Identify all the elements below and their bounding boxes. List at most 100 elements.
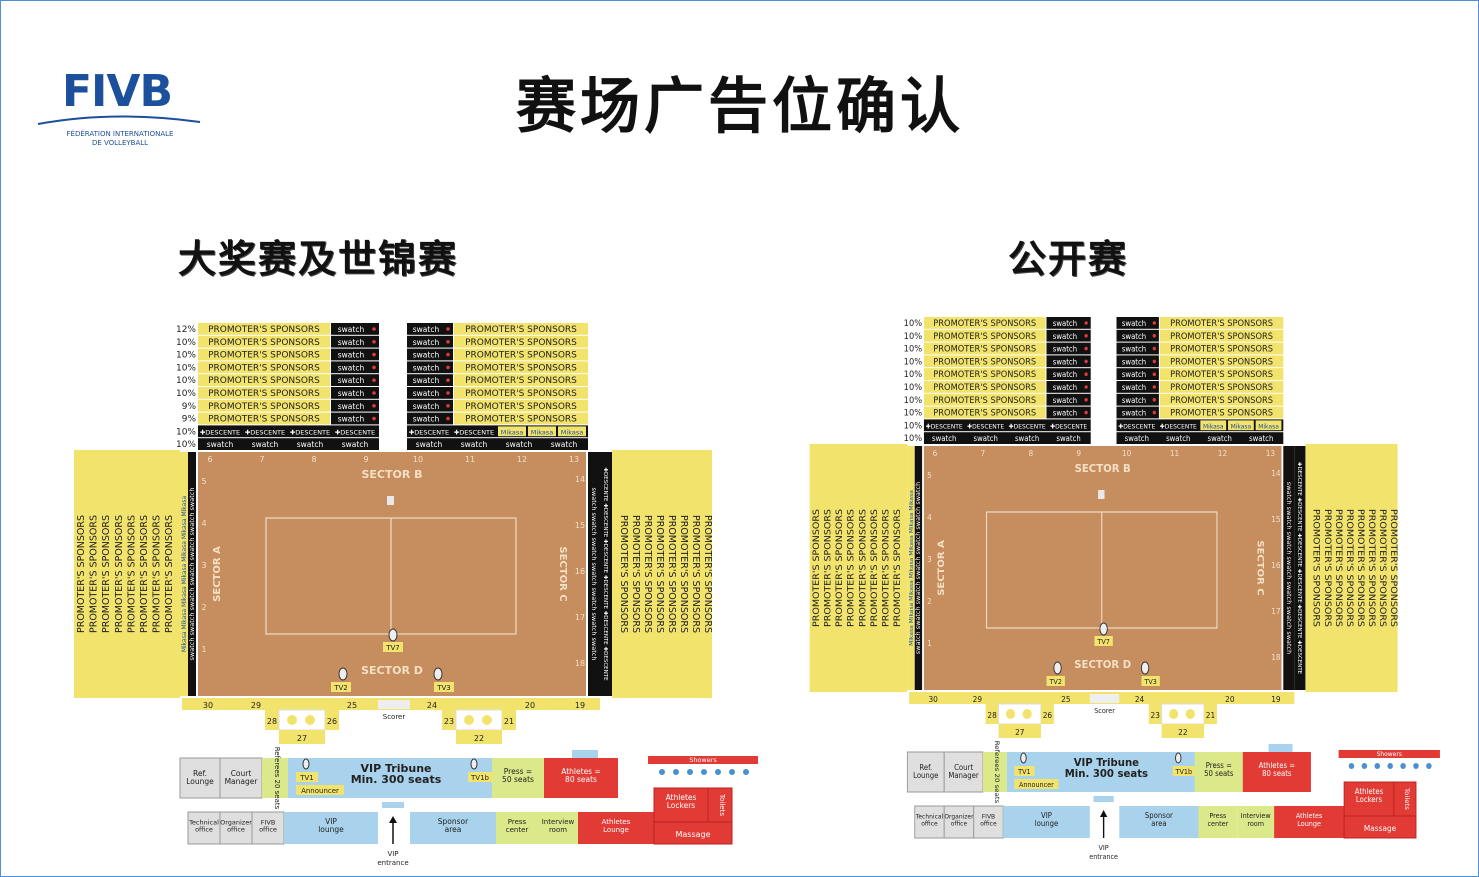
swatch-label: swatch [932, 434, 956, 443]
mikasa-board [558, 426, 586, 437]
camera-tag [296, 772, 318, 782]
sponsor-row-left-label: PROMOTER'S SPONSORS [208, 415, 320, 425]
swatch-board-label: swatch [413, 338, 440, 347]
sector-number-left: 2 [201, 603, 206, 612]
sponsor-row-right [454, 387, 588, 399]
stand-percent-label: 10% [904, 344, 922, 354]
mikasa-strip-left [180, 452, 188, 696]
athletes-lockers-label-line: Athletes [1355, 787, 1384, 796]
sector-number-top: 7 [981, 449, 986, 458]
vip-lounge-label-line: lounge [318, 825, 344, 834]
organizer-office-label-line: Organizer [220, 818, 252, 826]
athletes-lounge-label-line: Athletes [1296, 812, 1323, 820]
stand-percent-label: 10% [904, 383, 922, 393]
athletes-seats-label-line: 80 seats [565, 775, 597, 784]
camera-tv1b-label: TV1b [1175, 768, 1192, 776]
swatch-board-right [1116, 329, 1159, 342]
organizer-office-label-line: office [951, 820, 968, 827]
mikasa-board [528, 426, 556, 437]
entrance-arrowhead-icon [1099, 810, 1108, 817]
shower-head-icon [715, 769, 721, 775]
stand-percent-label: 10% [176, 427, 196, 437]
sponsor-row-right [1159, 381, 1284, 393]
sector-number-right: 14 [1271, 469, 1280, 478]
sector-number-right: 14 [575, 475, 585, 484]
organizer-office [943, 805, 975, 839]
sponsor-row-right [454, 323, 588, 335]
sponsor-row-left-label: PROMOTER'S SPONSORS [933, 396, 1036, 406]
sector-number-left: 4 [927, 513, 932, 522]
box-left-bottom [998, 724, 1041, 738]
camera-icon [1020, 752, 1027, 764]
swatch-dot-icon [1084, 372, 1088, 376]
stand-percent-label: 10% [176, 376, 196, 386]
mikasa-board [1200, 420, 1227, 431]
sponsor-row-right-label: PROMOTER'S SPONSORS [465, 363, 577, 373]
swatch-board-label: swatch [338, 351, 365, 360]
swatch-dot-icon [372, 352, 376, 357]
swatch-board-right [1116, 406, 1159, 419]
swatch-board-label: swatch [1122, 344, 1146, 353]
athletes-seats-label-line: Athletes = [561, 767, 601, 776]
descente-label: ✚DESCENTE [967, 423, 1004, 430]
sector-number-left: 1 [201, 645, 206, 654]
fivb-office-label-line: office [980, 820, 997, 827]
descente-row-left [923, 419, 1091, 432]
press-center-label-line: Press [508, 818, 527, 826]
swatch-board-label: swatch [338, 325, 365, 334]
ref-lounge-label-line: Ref. [919, 763, 932, 772]
scorer-desk [1089, 694, 1120, 703]
sponsor-row-right [1159, 393, 1284, 406]
swatch-label: swatch [207, 440, 234, 449]
sector-number-top: 6 [207, 455, 212, 464]
athletes-seats [1242, 752, 1311, 792]
sponsor-row-right-label: PROMOTER'S SPONSORS [1170, 357, 1273, 367]
descente-label: ✚DESCENTE [1009, 423, 1046, 430]
swatch-board-left [1046, 317, 1091, 329]
camera-tv3-label: TV3 [436, 684, 451, 692]
descente-label: ✚DESCENTE [454, 428, 494, 436]
box-right-bottom [456, 730, 502, 744]
swatch-board-label: swatch [338, 415, 365, 424]
sponsor-area [1119, 806, 1199, 838]
press-center [496, 812, 538, 844]
sector-number-top: 8 [311, 455, 316, 464]
swatch-board-left [331, 399, 379, 412]
swatch-dot-icon [372, 378, 376, 382]
box-right-number: 23 [1151, 711, 1160, 720]
sector-number-top: 6 [933, 449, 938, 458]
announcer-tag [1014, 779, 1059, 789]
side-sponsor-label-left: PROMOTER'S SPONSORS [76, 515, 87, 633]
camera-tv1-label: TV1 [299, 774, 314, 782]
swatch-dot-icon [372, 340, 376, 344]
box-left [985, 704, 999, 724]
descente-label: ✚DESCENTE [1050, 423, 1087, 430]
stand-percent-label: 10% [176, 389, 196, 399]
sector-a-label: SECTOR A [937, 540, 948, 596]
press-center-label-line: Press [1209, 812, 1226, 820]
sector-number-left: 5 [927, 471, 932, 480]
fivb-office-label-line: office [259, 826, 277, 834]
vip-lounge-label-line: VIP [1041, 811, 1053, 820]
referees-area [262, 758, 288, 798]
bottom-board-number: 29 [973, 695, 982, 704]
side-sponsor-label-right: PROMOTER'S SPONSORS [642, 515, 653, 633]
interview-room-label-line: room [1247, 820, 1264, 828]
side-sponsor-label-right: PROMOTER'S SPONSORS [1333, 509, 1343, 627]
seat-icon [482, 715, 492, 725]
camera-icon [433, 667, 443, 681]
sponsor-row-left [923, 342, 1046, 355]
athletes-lockers-label-line: Lockers [1356, 795, 1382, 804]
sponsor-row-left [923, 393, 1046, 406]
swatch-label: swatch [1166, 434, 1190, 443]
swatch-board-right [1116, 393, 1159, 406]
box-right-number: 21 [504, 717, 514, 726]
mikasa-strip-left [907, 446, 915, 690]
camera-icon [1175, 752, 1182, 764]
descente-label: ✚DESCENTE [926, 423, 963, 430]
sponsor-row-left [923, 317, 1046, 329]
athletes-lounge-label-line: Athletes [602, 818, 631, 826]
sponsor-row-left [198, 387, 330, 399]
swatch-board-left [331, 374, 379, 386]
interview-room-label-line: Interview [1241, 812, 1271, 820]
